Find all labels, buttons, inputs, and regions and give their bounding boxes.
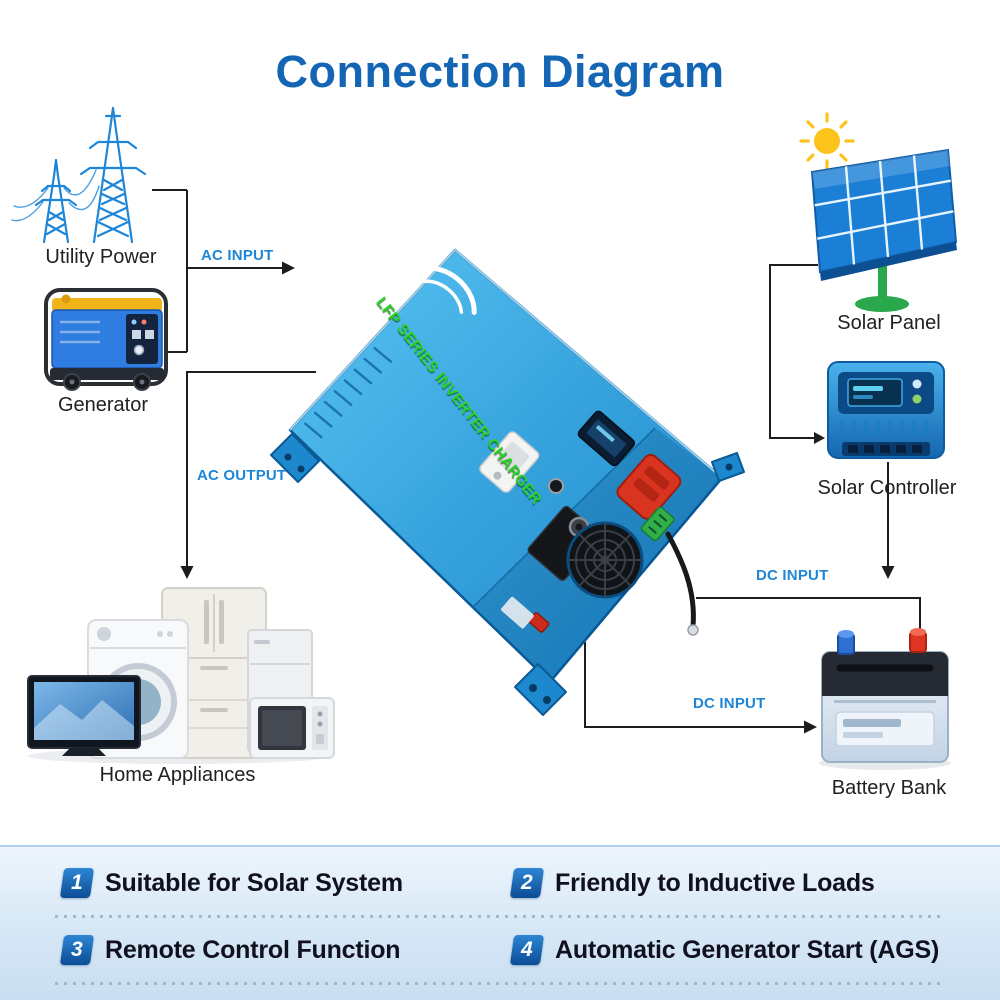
solar-panel-to-controller-line: [769, 264, 818, 439]
sun-icon: [799, 112, 855, 170]
ac-output-label: AC OUTPUT: [197, 467, 287, 484]
ac-output-arrowhead: [180, 566, 194, 579]
feature-1: 1 Suitable for Solar System: [59, 868, 512, 898]
microwave-icon: [249, 697, 335, 759]
arrowheads: [180, 261, 895, 734]
feature-2-number-badge: 2: [509, 868, 545, 898]
breaker-button: [548, 478, 564, 494]
feature-row-1: 1 Suitable for Solar System 2 Friendly t…: [0, 861, 1000, 905]
feature-2: 2 Friendly to Inductive Loads: [509, 868, 1000, 898]
generator-icon: [44, 288, 168, 391]
fan-icon: [566, 521, 644, 599]
feature-row-2: 3 Remote Control Function 4 Automatic Ge…: [0, 928, 1000, 972]
green-connector: [640, 506, 675, 542]
battery-bank-icon: [819, 628, 951, 770]
page-title: Connection Diagram: [275, 46, 725, 97]
lcd-display: [577, 410, 636, 467]
dc-terminal-cover: [616, 453, 682, 520]
solar-controller-icon: [827, 361, 945, 459]
solar-panel-label: Solar Panel: [837, 312, 941, 334]
feature-3-number: 3: [71, 938, 83, 961]
dc-input-label-battery: DC INPUT: [756, 567, 829, 584]
feature-4-number: 4: [521, 938, 533, 961]
vent-slots: [304, 346, 392, 439]
inverter-to-battery-dc-line: [696, 597, 921, 638]
solar-controller-label: Solar Controller: [817, 477, 957, 499]
dc-input-arrowhead: [804, 720, 817, 734]
battery-to-inverter-dc-line: [584, 642, 804, 728]
home-appliances-icon: [27, 587, 335, 764]
ac-input-label: AC INPUT: [201, 247, 274, 264]
dotted-separator-1: [55, 915, 945, 918]
feature-1-number: 1: [71, 871, 83, 894]
feature-1-number-badge: 1: [59, 868, 95, 898]
inverter-icon: [270, 248, 745, 716]
features-panel: 1 Suitable for Solar System 2 Friendly t…: [0, 845, 1000, 1000]
feature-3-label: Remote Control Function: [105, 935, 401, 964]
brand-swoosh-icon: [419, 265, 477, 315]
utility-power-icon: [11, 106, 147, 244]
solar-panel-icon: [799, 112, 958, 312]
battery-bank-label: Battery Bank: [831, 777, 947, 799]
ac-outlet-cover: [479, 431, 540, 493]
feature-4-label: Automatic Generator Start (AGS): [555, 935, 940, 964]
power-cable: [665, 531, 696, 629]
utility-power-label: Utility Power: [45, 246, 157, 268]
feature-2-label: Friendly to Inductive Loads: [555, 868, 875, 897]
tv-icon: [27, 675, 141, 756]
utility-bracket-line: [152, 189, 282, 353]
feature-4: 4 Automatic Generator Start (AGS): [509, 935, 1000, 965]
ac-input-arrowhead: [282, 261, 295, 275]
home-appliances-label: Home Appliances: [99, 764, 256, 786]
feature-2-number: 2: [521, 871, 533, 894]
connection-lines: [152, 189, 921, 728]
solar-line-arrowhead: [814, 432, 825, 444]
feature-3-number-badge: 3: [59, 935, 95, 965]
feature-3: 3 Remote Control Function: [59, 935, 512, 965]
generator-label: Generator: [57, 394, 149, 416]
feature-1-label: Suitable for Solar System: [105, 868, 403, 897]
diagram-canvas: [11, 106, 958, 770]
dc-input-label-inverter: DC INPUT: [693, 695, 766, 712]
ac-output-line: [186, 371, 316, 566]
spec-sticker: [501, 596, 534, 629]
dotted-separator-2: [55, 982, 945, 985]
feature-4-number-badge: 4: [509, 935, 545, 965]
controller-arrowhead: [881, 566, 895, 579]
